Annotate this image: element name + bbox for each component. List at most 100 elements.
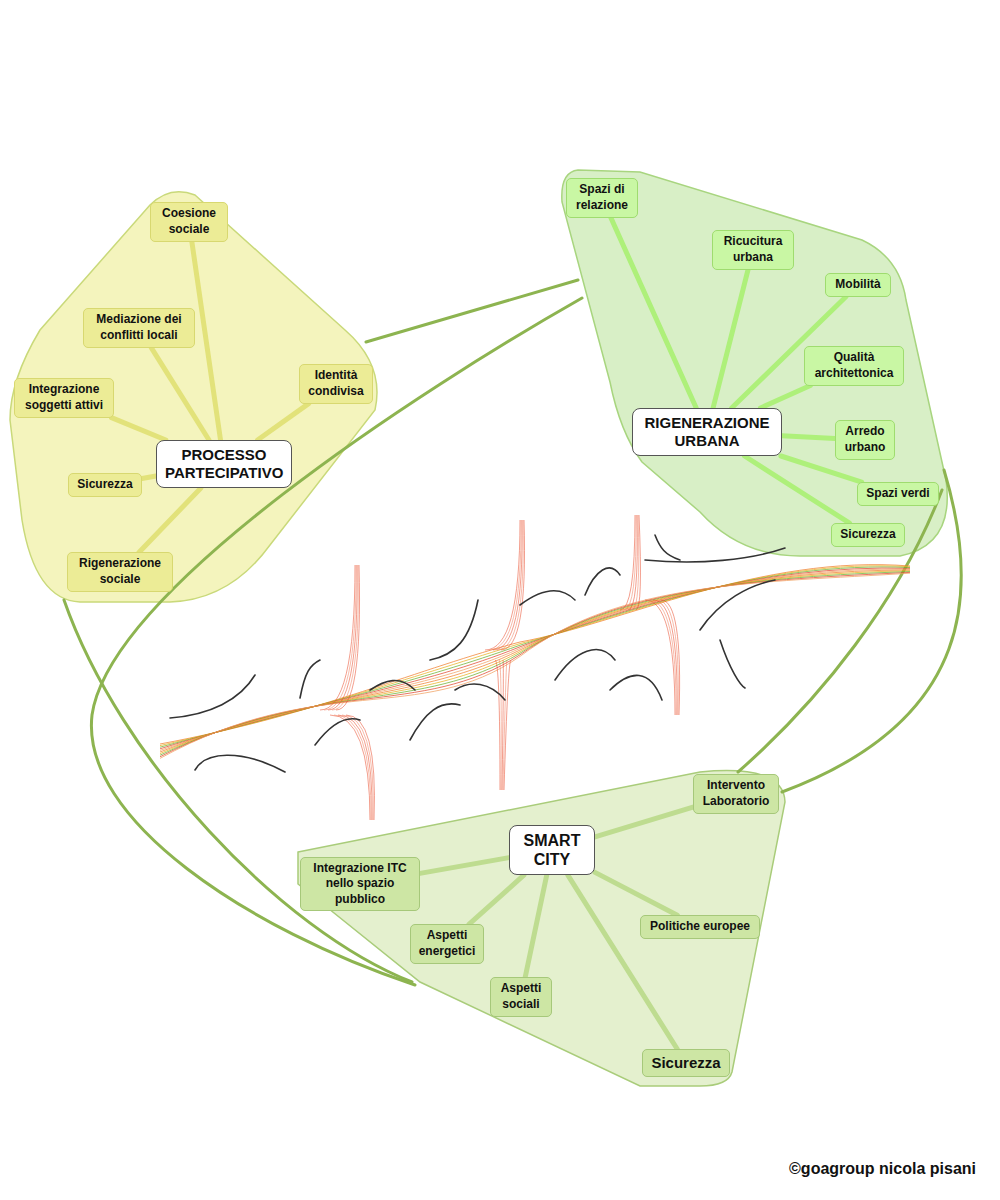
ribbon-stroke bbox=[336, 565, 360, 710]
ribbon-stroke bbox=[328, 565, 357, 710]
branch-line bbox=[525, 875, 547, 977]
branch-line bbox=[192, 242, 221, 440]
node-text: RIGENERAZIONE URBANA bbox=[641, 414, 773, 450]
ribbon-stroke bbox=[497, 520, 523, 650]
branch-line bbox=[595, 872, 677, 915]
topic-box: Integrazione soggetti attivi bbox=[14, 378, 114, 417]
ribbon-stroke bbox=[628, 515, 637, 610]
topic-box: Mediazione dei conflitti locali bbox=[83, 308, 195, 347]
ribbon-stroke bbox=[160, 568, 910, 749]
node-text: SMART CITY bbox=[518, 831, 586, 869]
ribbon-stroke bbox=[620, 515, 635, 610]
node-text: Qualità architettonica bbox=[811, 350, 897, 381]
ribbon-stroke bbox=[653, 600, 677, 715]
topic-box: Identità condivisa bbox=[299, 364, 373, 403]
region-outline bbox=[10, 192, 377, 602]
ribbon-stroke bbox=[495, 660, 500, 790]
node-text: PROCESSO PARTECIPATIVO bbox=[165, 446, 283, 482]
ribbon-stroke bbox=[160, 566, 910, 746]
node-text: Sicurezza bbox=[649, 1053, 723, 1073]
topic-box: Sicurezza bbox=[68, 473, 142, 497]
ribbon-stroke bbox=[645, 600, 675, 715]
node-text: Sicurezza bbox=[75, 477, 135, 493]
ribbon-stroke bbox=[501, 520, 525, 650]
node-text: Coesione sociale bbox=[157, 206, 221, 237]
branch-line bbox=[151, 348, 209, 440]
branch-line bbox=[745, 456, 850, 523]
node-text: Intervento Laboratorio bbox=[700, 778, 772, 809]
branch-line bbox=[781, 456, 862, 482]
branch-line bbox=[420, 858, 509, 874]
ribbon-stroke bbox=[499, 660, 501, 790]
region-link bbox=[64, 280, 961, 985]
hub-box: RIGENERAZIONE URBANA bbox=[632, 408, 782, 456]
ribbon-stroke bbox=[160, 572, 910, 756]
hub-box: SMART CITY bbox=[509, 825, 595, 875]
copyright-note: ©goagroup nicola pisani bbox=[789, 1160, 976, 1178]
node-text: Integrazione ITC nello spazio pubblico bbox=[307, 861, 413, 908]
ribbon-stroke bbox=[330, 715, 370, 820]
ribbon-stroke bbox=[160, 569, 910, 750]
branch-line bbox=[713, 270, 748, 408]
ribbon-illustration bbox=[160, 515, 910, 820]
topic-box: Spazi di relazione bbox=[566, 178, 638, 217]
region-outline bbox=[562, 170, 947, 556]
topic-box: Sicurezza bbox=[831, 523, 905, 547]
ribbon-stroke bbox=[324, 565, 356, 710]
topic-box: Ricucitura urbana bbox=[712, 230, 794, 269]
ribbon-stroke bbox=[504, 660, 511, 790]
node-text: Sicurezza bbox=[838, 527, 898, 543]
node-text: Mobilità bbox=[832, 277, 884, 293]
branch-line bbox=[112, 418, 166, 440]
topic-box: Spazi verdi bbox=[857, 482, 939, 506]
topic-box: Rigenerazione sociale bbox=[67, 552, 173, 591]
ribbon-stroke bbox=[338, 715, 372, 820]
ribbon-stroke bbox=[661, 600, 680, 715]
topic-box: Intervento Laboratorio bbox=[693, 774, 779, 813]
branch-line bbox=[595, 807, 693, 837]
branch-line bbox=[611, 218, 696, 408]
topic-box: Politiche europee bbox=[640, 915, 760, 939]
node-text: Arredo urbano bbox=[842, 424, 888, 455]
topic-box: Arredo urbano bbox=[835, 420, 895, 459]
topic-box: Sicurezza bbox=[642, 1049, 730, 1077]
ribbon-stroke bbox=[160, 573, 910, 758]
topic-box: Coesione sociale bbox=[150, 202, 228, 241]
ribbon-stroke bbox=[493, 520, 522, 650]
ribbon-stroke bbox=[160, 572, 910, 756]
ribbon-stroke bbox=[332, 565, 358, 710]
branch-line bbox=[568, 875, 678, 1049]
topic-box: Aspetti energetici bbox=[410, 924, 484, 963]
node-text: Spazi verdi bbox=[864, 486, 932, 502]
ribbon-stroke bbox=[636, 515, 640, 610]
branch-line bbox=[142, 476, 156, 478]
topic-box: Integrazione ITC nello spazio pubblico bbox=[300, 857, 420, 912]
ribbon-stroke bbox=[489, 520, 521, 650]
topic-box: Qualità architettonica bbox=[804, 346, 904, 385]
branch-line bbox=[469, 875, 524, 924]
branch-line bbox=[760, 386, 810, 408]
ribbon-stroke bbox=[342, 715, 373, 820]
node-text: Aspetti sociali bbox=[497, 981, 545, 1012]
branch-line bbox=[258, 404, 309, 440]
node-text: Integrazione soggetti attivi bbox=[21, 382, 107, 413]
node-text: Politiche europee bbox=[647, 919, 753, 935]
ribbon-stroke bbox=[346, 715, 374, 820]
node-text: Ricucitura urbana bbox=[719, 234, 787, 265]
node-text: Rigenerazione sociale bbox=[74, 556, 166, 587]
branch-line bbox=[139, 488, 201, 552]
ribbon-stroke bbox=[160, 570, 910, 752]
node-text: Aspetti energetici bbox=[417, 928, 477, 959]
hub-box: PROCESSO PARTECIPATIVO bbox=[156, 440, 292, 488]
ribbon-stroke bbox=[160, 571, 910, 754]
branch-line bbox=[782, 436, 835, 439]
topic-box: Mobilità bbox=[825, 273, 891, 297]
hook-strokes bbox=[170, 535, 785, 772]
ribbon-stroke bbox=[160, 567, 910, 747]
node-text: Mediazione dei conflitti locali bbox=[90, 312, 188, 343]
node-text: Spazi di relazione bbox=[573, 182, 631, 213]
topic-box: Aspetti sociali bbox=[490, 977, 552, 1016]
